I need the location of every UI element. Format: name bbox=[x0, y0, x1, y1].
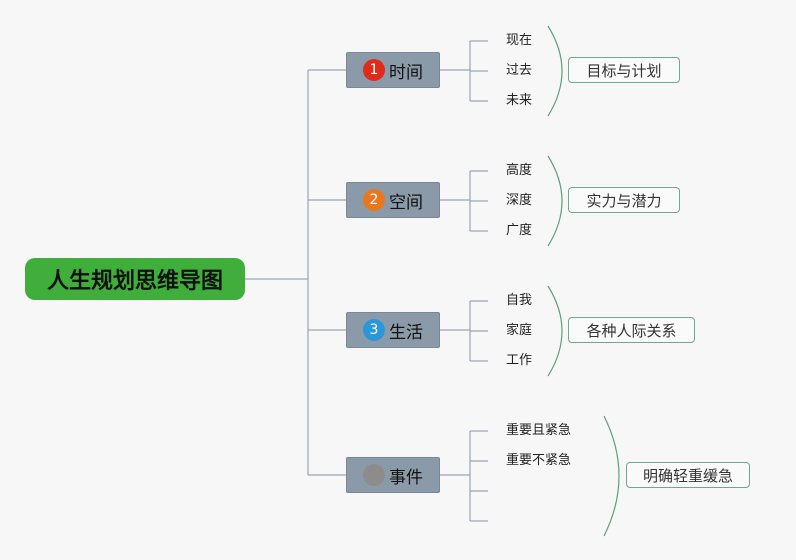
brace-1 bbox=[547, 25, 563, 117]
summary-goals-plans[interactable]: 目标与计划 bbox=[568, 57, 680, 83]
leaf-height[interactable]: 高度 bbox=[506, 163, 533, 178]
root-node[interactable]: 人生规划思维导图 bbox=[25, 258, 245, 300]
brace-2 bbox=[547, 155, 563, 247]
leaf-family[interactable]: 家庭 bbox=[506, 323, 533, 338]
branch-label: 事件 bbox=[389, 467, 423, 488]
number-badge-1: 1 bbox=[363, 59, 385, 81]
number-badge-2: 2 bbox=[363, 189, 385, 211]
number-badge-3: 3 bbox=[363, 319, 385, 341]
summary-priorities[interactable]: 明确轻重缓急 bbox=[626, 462, 750, 488]
branch-label: 时间 bbox=[389, 62, 423, 83]
leaf-future[interactable]: 未来 bbox=[506, 93, 533, 108]
leaf-work[interactable]: 工作 bbox=[506, 353, 533, 368]
branch-label: 空间 bbox=[389, 192, 423, 213]
leaf-breadth[interactable]: 广度 bbox=[506, 223, 533, 238]
leaf-important-not-urgent[interactable]: 重要不紧急 bbox=[506, 453, 572, 468]
leaf-now[interactable]: 现在 bbox=[506, 33, 533, 48]
summary-label: 实力与潜力 bbox=[586, 191, 662, 210]
branch-node-life[interactable]: 3 生活 bbox=[346, 312, 440, 348]
brace-4 bbox=[603, 415, 620, 537]
branch-node-time[interactable]: 1 时间 bbox=[346, 52, 440, 88]
root-label: 人生规划思维导图 bbox=[46, 269, 223, 294]
summary-label: 明确轻重缓急 bbox=[642, 466, 733, 485]
branch-node-events[interactable]: 事件 bbox=[346, 457, 440, 493]
summary-label: 各种人际关系 bbox=[586, 321, 677, 340]
leaf-urgent-important[interactable]: 重要且紧急 bbox=[506, 423, 572, 438]
summary-label: 目标与计划 bbox=[586, 61, 662, 80]
summary-strength-potential[interactable]: 实力与潜力 bbox=[568, 187, 680, 213]
branch-label: 生活 bbox=[389, 322, 423, 343]
leaf-self[interactable]: 自我 bbox=[506, 293, 533, 308]
brace-3 bbox=[547, 285, 563, 377]
summary-relationships[interactable]: 各种人际关系 bbox=[568, 317, 695, 343]
branch-node-space[interactable]: 2 空间 bbox=[346, 182, 440, 218]
leaf-depth[interactable]: 深度 bbox=[506, 193, 533, 208]
leaf-past[interactable]: 过去 bbox=[506, 63, 533, 78]
number-badge-4 bbox=[363, 464, 385, 486]
